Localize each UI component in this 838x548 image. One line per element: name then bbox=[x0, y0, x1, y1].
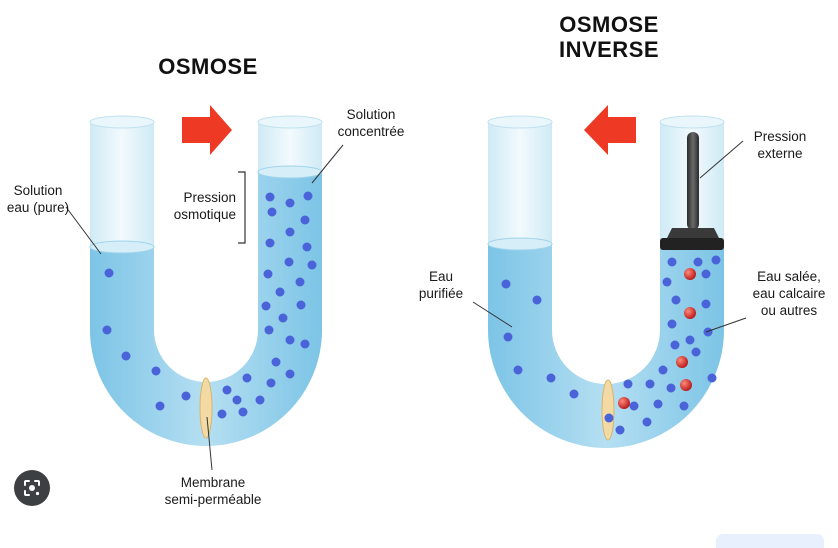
label-concentrated-line-1: Solution bbox=[346, 107, 396, 122]
right-title-line-2: INVERSE bbox=[558, 37, 660, 62]
label-concentrated-line-2: concentrée bbox=[337, 124, 405, 139]
label-salty-line-1: Eau salée, bbox=[757, 269, 821, 284]
left-flow-arrow-right bbox=[182, 105, 232, 155]
label-salty-line-2: eau calcaire bbox=[752, 286, 826, 301]
left-u-tube bbox=[65, 105, 344, 471]
lens-glyph-icon bbox=[24, 480, 40, 496]
label-concentrated-solution: Solution concentrée bbox=[326, 106, 416, 140]
label-salty-line-3: ou autres bbox=[760, 303, 818, 318]
right-title: OSMOSE INVERSE bbox=[544, 12, 674, 62]
label-membrane: Membrane semi-perméable bbox=[150, 474, 276, 508]
label-purified-line-1: Eau bbox=[428, 269, 454, 284]
corner-chip[interactable] bbox=[716, 534, 824, 548]
right-water-body bbox=[488, 244, 724, 448]
piston bbox=[660, 132, 724, 250]
label-purified-line-2: purifiée bbox=[418, 286, 464, 301]
label-external-pressure: Pression externe bbox=[742, 128, 818, 162]
right-membrane bbox=[601, 379, 615, 441]
right-title-line-1: OSMOSE bbox=[559, 12, 659, 37]
left-water-body bbox=[90, 172, 322, 446]
label-osmotic-pressure: Pression osmotique bbox=[160, 189, 236, 223]
label-external-pressure-line-1: Pression bbox=[753, 129, 807, 144]
right-particles-red bbox=[618, 268, 696, 409]
left-particles bbox=[102, 191, 317, 419]
right-particles-blue bbox=[501, 255, 721, 435]
right-tube-glass-left bbox=[488, 122, 552, 244]
label-pure-water-line-2: eau (pure) bbox=[6, 200, 70, 215]
right-flow-arrow-left bbox=[584, 105, 636, 155]
left-water-surface-pure bbox=[89, 240, 155, 254]
left-title: OSMOSE bbox=[158, 54, 258, 79]
right-u-tube bbox=[472, 105, 747, 448]
right-water-surface-purified bbox=[487, 237, 553, 251]
label-osmotic-pressure-line-1: Pression bbox=[183, 190, 236, 205]
label-salty-water: Eau salée, eau calcaire ou autres bbox=[744, 268, 834, 319]
label-membrane-line-1: Membrane bbox=[180, 475, 246, 490]
label-pure-water-line-1: Solution bbox=[13, 183, 63, 198]
label-osmotic-pressure-line-2: osmotique bbox=[173, 207, 236, 222]
google-lens-icon[interactable] bbox=[14, 470, 50, 506]
left-tube-glass-left bbox=[90, 122, 154, 247]
left-water-surface-concentrated bbox=[257, 165, 323, 179]
label-membrane-line-2: semi-perméable bbox=[164, 492, 262, 507]
pressure-bracket bbox=[238, 171, 246, 244]
left-membrane bbox=[199, 377, 213, 439]
label-purified-water: Eau purifiée bbox=[406, 268, 476, 302]
label-external-pressure-line-2: externe bbox=[757, 146, 803, 161]
label-pure-water: Solution eau (pure) bbox=[0, 182, 76, 216]
